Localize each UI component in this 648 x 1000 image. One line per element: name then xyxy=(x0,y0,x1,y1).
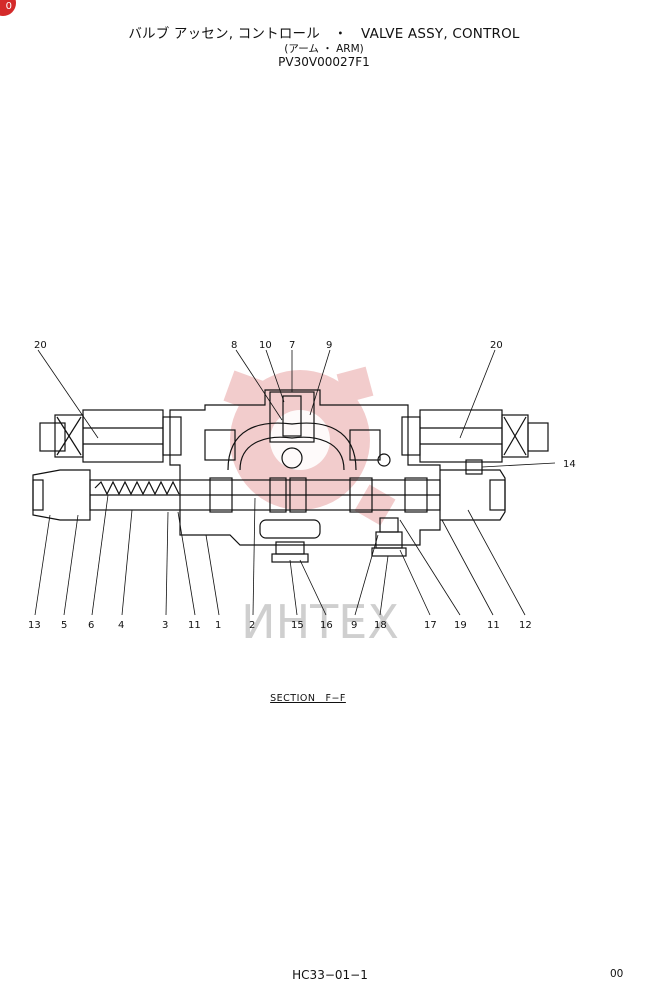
callout-13: 13 xyxy=(28,620,41,631)
callout-10: 10 xyxy=(259,340,272,351)
callout-8: 8 xyxy=(231,340,237,351)
callout-19: 19 xyxy=(454,620,467,631)
callouts-top: 20 8 10 7 9 20 14 xyxy=(34,340,576,470)
corner-badge: 0 xyxy=(0,0,16,16)
callout-12: 12 xyxy=(519,620,532,631)
callout-20-left: 20 xyxy=(34,340,47,351)
callout-11-right: 11 xyxy=(487,620,500,631)
watermark-text: ИНТЕХ xyxy=(241,595,399,649)
callouts-bottom: 13 5 6 4 3 11 1 2 15 16 9 18 17 19 11 12 xyxy=(28,620,532,631)
callout-20-right: 20 xyxy=(490,340,503,351)
drawing-code: HC33−01−1 xyxy=(292,968,368,982)
leader-lines xyxy=(34,349,556,616)
page-title: バルブ アッセン, コントロール ・ VALVE ASSY, CONTROL xyxy=(128,26,520,42)
part-number: PV30V00027F1 xyxy=(278,55,370,69)
callout-14: 14 xyxy=(563,459,576,470)
callout-18: 18 xyxy=(374,620,387,631)
callout-2: 2 xyxy=(249,620,255,631)
callout-4: 4 xyxy=(118,620,124,631)
page-subtitle: (アーム ・ ARM) xyxy=(284,43,364,55)
valve-section-drawing: ИНТЕХ xyxy=(28,340,576,649)
watermark-hole xyxy=(270,410,330,470)
section-label: SECTION F−F xyxy=(270,693,346,704)
callout-17: 17 xyxy=(424,620,437,631)
callout-1: 1 xyxy=(215,620,221,631)
revision-number: 00 xyxy=(610,968,624,980)
callout-6: 6 xyxy=(88,620,94,631)
callout-3: 3 xyxy=(162,620,168,631)
callout-7: 7 xyxy=(289,340,295,351)
callout-15: 15 xyxy=(291,620,304,631)
callout-11-left: 11 xyxy=(188,620,201,631)
callout-9-bottom: 9 xyxy=(351,620,357,631)
callout-5: 5 xyxy=(61,620,67,631)
callout-9-top: 9 xyxy=(326,340,332,351)
callout-16: 16 xyxy=(320,620,333,631)
valve-body xyxy=(32,389,549,563)
